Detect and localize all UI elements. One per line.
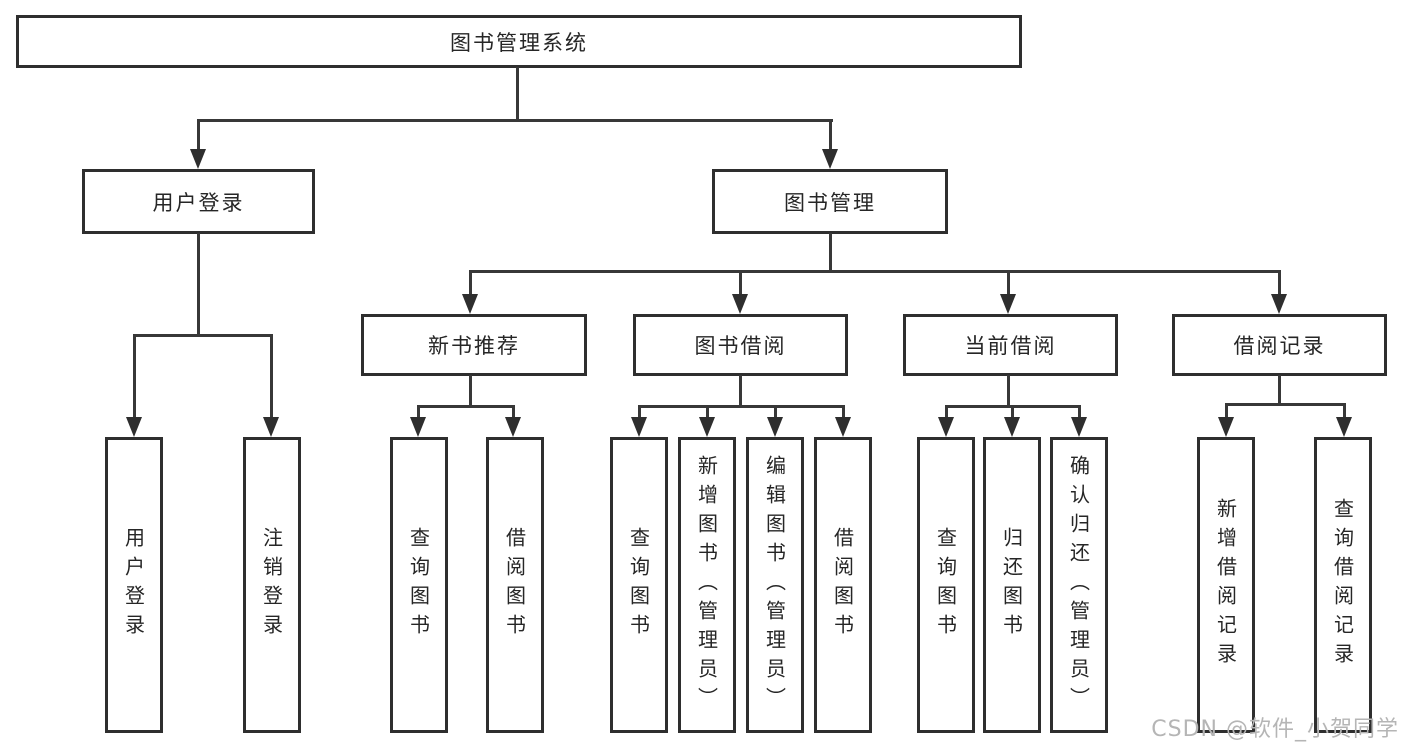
connector-line bbox=[842, 405, 845, 418]
watermark: CSDN @软件_小贺同学 bbox=[1151, 717, 1399, 742]
connector-line bbox=[417, 405, 515, 408]
connector-arrow bbox=[190, 149, 206, 169]
connector-line bbox=[512, 405, 515, 418]
connector-arrow bbox=[631, 417, 647, 437]
connector-line bbox=[739, 375, 742, 408]
connector-line bbox=[829, 233, 832, 273]
connector-line bbox=[1007, 270, 1010, 296]
connector-arrow bbox=[1000, 294, 1016, 314]
connector-line bbox=[1278, 375, 1281, 406]
leaf-current-query-books: 查询图书 bbox=[917, 437, 975, 733]
leaf-newbook-query-books: 查询图书 bbox=[390, 437, 448, 733]
connector-line bbox=[1078, 405, 1081, 418]
connector-arrow bbox=[1004, 417, 1020, 437]
connector-arrow bbox=[1336, 417, 1352, 437]
connector-arrow bbox=[1271, 294, 1287, 314]
connector-arrow bbox=[410, 417, 426, 437]
connector-line bbox=[1011, 405, 1014, 418]
connector-arrow bbox=[767, 417, 783, 437]
node-user-login: 用户登录 bbox=[82, 169, 315, 234]
connector-line bbox=[774, 405, 777, 418]
connector-line bbox=[1278, 270, 1281, 296]
connector-line bbox=[638, 405, 641, 418]
connector-line bbox=[1007, 375, 1010, 408]
connector-arrow bbox=[732, 294, 748, 314]
leaf-records-query-record: 查询借阅记录 bbox=[1314, 437, 1372, 733]
connector-line bbox=[417, 405, 420, 418]
connector-line bbox=[945, 405, 948, 418]
leaf-current-return-books: 归还图书 bbox=[983, 437, 1041, 733]
leaf-newbook-borrow-books: 借阅图书 bbox=[486, 437, 544, 733]
leaf-borrow-borrow-books: 借阅图书 bbox=[814, 437, 872, 733]
connector-line bbox=[1225, 403, 1345, 406]
connector-line bbox=[706, 405, 709, 418]
connector-arrow bbox=[462, 294, 478, 314]
connector-line bbox=[197, 119, 200, 150]
leaf-current-confirm-return-admin: 确认归还（管理员） bbox=[1050, 437, 1108, 733]
connector-arrow bbox=[126, 417, 142, 437]
connector-line bbox=[829, 119, 832, 150]
connector-line bbox=[638, 405, 844, 408]
connector-line bbox=[469, 375, 472, 408]
node-book-management: 图书管理 bbox=[712, 169, 948, 234]
connector-line bbox=[1225, 403, 1228, 418]
connector-arrow bbox=[1218, 417, 1234, 437]
leaf-records-add-record: 新增借阅记录 bbox=[1197, 437, 1255, 733]
connector-arrow bbox=[699, 417, 715, 437]
connector-line bbox=[270, 334, 273, 418]
connector-line bbox=[197, 119, 833, 122]
connector-arrow bbox=[505, 417, 521, 437]
connector-arrow bbox=[1071, 417, 1087, 437]
connector-line bbox=[739, 270, 742, 296]
leaf-borrow-edit-books-admin: 编辑图书（管理员） bbox=[746, 437, 804, 733]
connector-arrow bbox=[938, 417, 954, 437]
node-new-book-recommend: 新书推荐 bbox=[361, 314, 587, 376]
connector-line bbox=[197, 233, 200, 337]
leaf-borrow-query-books: 查询图书 bbox=[610, 437, 668, 733]
connector-line bbox=[133, 334, 273, 337]
connector-arrow bbox=[835, 417, 851, 437]
connector-line bbox=[469, 270, 472, 296]
node-borrow-records: 借阅记录 bbox=[1172, 314, 1387, 376]
node-current-borrow: 当前借阅 bbox=[903, 314, 1118, 376]
leaf-borrow-add-books-admin: 新增图书（管理员） bbox=[678, 437, 736, 733]
node-root-system: 图书管理系统 bbox=[16, 15, 1022, 68]
connector-arrow bbox=[263, 417, 279, 437]
connector-line bbox=[516, 67, 519, 121]
connector-line bbox=[469, 270, 1281, 273]
node-book-borrow: 图书借阅 bbox=[633, 314, 848, 376]
leaf-logout: 注销登录 bbox=[243, 437, 301, 733]
leaf-user-login: 用户登录 bbox=[105, 437, 163, 733]
connector-line bbox=[133, 334, 136, 418]
connector-line bbox=[1343, 403, 1346, 418]
connector-arrow bbox=[822, 149, 838, 169]
